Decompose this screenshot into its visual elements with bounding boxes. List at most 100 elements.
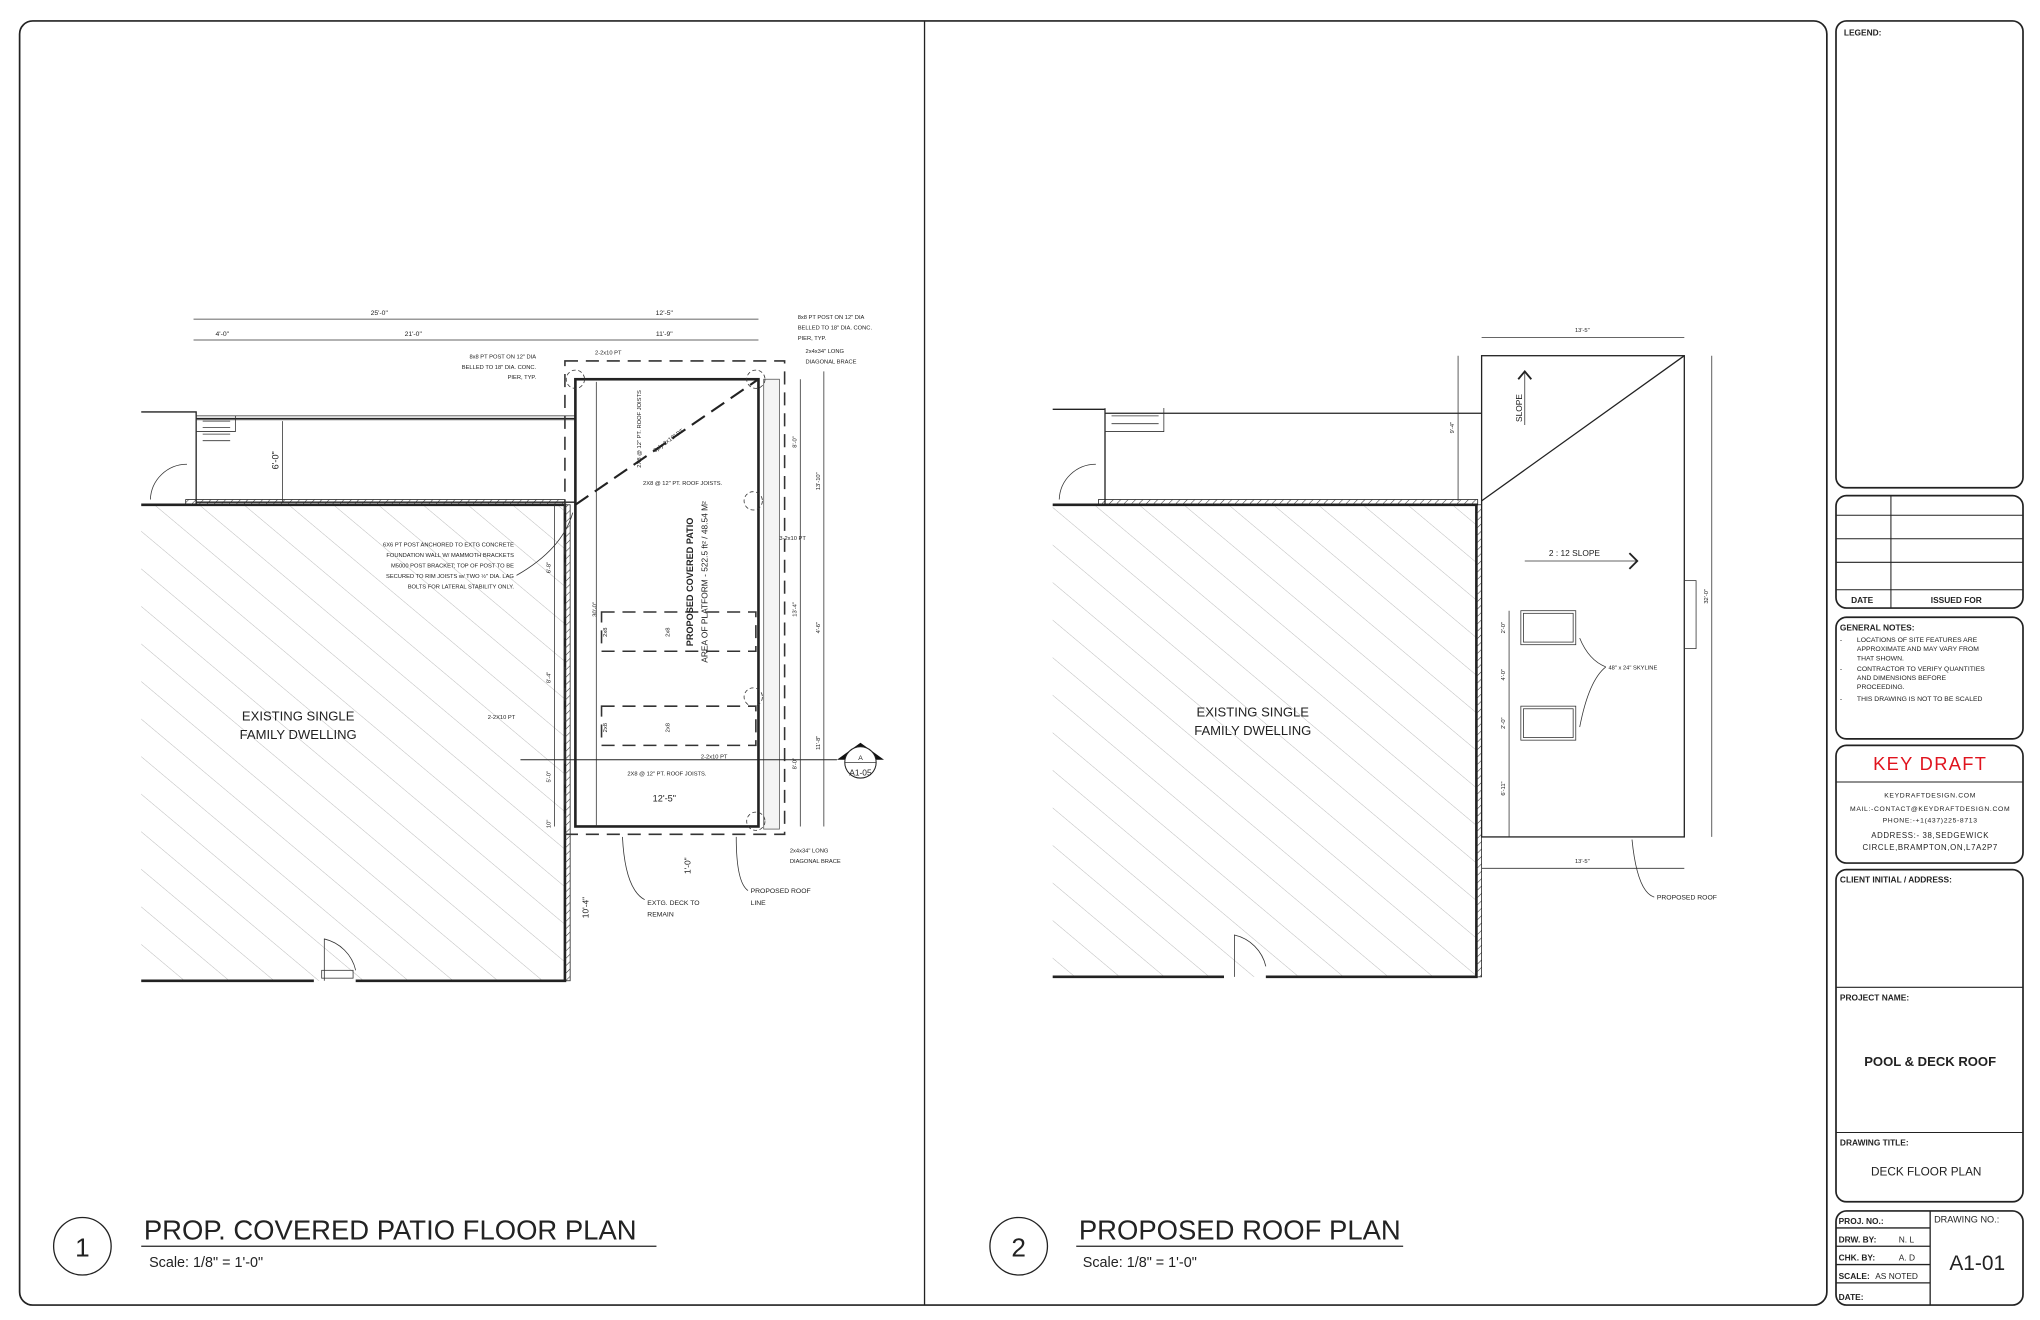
svg-text:THAT SHOWN.: THAT SHOWN.: [1857, 655, 1904, 662]
svg-text:PROCEEDING.: PROCEEDING.: [1857, 684, 1905, 691]
svg-text:THIS DRAWING IS NOT TO BE SCAL: THIS DRAWING IS NOT TO BE SCALED: [1857, 696, 1983, 703]
dim-sky-a: 2'-0": [1501, 622, 1507, 633]
note-brace-bottom: 2x4x34" LONG DIAGONAL BRACE: [790, 849, 841, 865]
dim-bottom-width: 12'-5": [653, 794, 676, 804]
general-notes-heading: GENERAL NOTES:: [1840, 622, 1915, 632]
chk-by-label: CHK. BY:: [1839, 1253, 1876, 1263]
svg-text:MAIL:-CONTACT@KEYDRAFTDESIGN.C: MAIL:-CONTACT@KEYDRAFTDESIGN.COM: [1850, 806, 2010, 813]
dim-roof-right: 32'-0": [1704, 589, 1710, 604]
svg-text:FOUNDATION WALL W/ MAMMOTH BRA: FOUNDATION WALL W/ MAMMOTH BRACKETS: [386, 553, 514, 559]
view-number-1: 1: [75, 1233, 90, 1263]
plan-1-title: PROP. COVERED PATIO FLOOR PLAN: [144, 1215, 637, 1246]
dim-top-patio: 12'-5": [656, 310, 674, 317]
svg-text:PIER, TYP.: PIER, TYP.: [798, 336, 827, 342]
post-pier-br: [746, 811, 766, 831]
joist-zone-1: [600, 611, 757, 653]
svg-text:PHONE:-+1(437)225-8713: PHONE:-+1(437)225-8713: [1883, 818, 1978, 825]
svg-text:-: -: [1840, 637, 1842, 644]
drw-by-value: N. L: [1899, 1234, 1915, 1244]
rev-date-header: DATE: [1851, 595, 1874, 605]
note-diagonal-beam: 3ply 2x10" PT: [653, 428, 686, 454]
plan-2-roof: SLOPE 2 : 12 SLOPE 48" x 24" SKYLINE 13'…: [989, 328, 1717, 1276]
sheet-border: [18, 20, 1828, 1306]
plan-1-covered-patio: 6'-0" 25'-0" 12'-5" 4'-0" 21'-0" 11'-9" …: [52, 310, 884, 1276]
dim-roof-bottom: 13'-5": [1575, 859, 1590, 865]
general-notes-box: [1835, 616, 2024, 740]
skylight-2: [1520, 705, 1577, 741]
svg-text:KEYDRAFTDESIGN.COM: KEYDRAFTDESIGN.COM: [1884, 793, 1976, 800]
slope-arrowhead-up: [1517, 369, 1533, 380]
drawing-title-label: DRAWING TITLE:: [1840, 1138, 1909, 1148]
dim-sky-d: 6'-11": [1501, 781, 1507, 795]
deck-door-swing-2: [1058, 463, 1096, 500]
dim-right-f: 8'-0": [792, 758, 798, 769]
patio-title: PROPOSED COVERED PATIO: [685, 518, 695, 647]
company-logo-name: KEY DRAFT: [1873, 753, 1987, 774]
svg-text:DIAGONAL BRACE: DIAGONAL BRACE: [790, 859, 841, 865]
proj-no-label: PROJ. NO.:: [1839, 1216, 1884, 1226]
skylight-label: 48" x 24" SKYLINE: [1608, 666, 1657, 672]
slope-label: SLOPE: [1514, 394, 1524, 422]
member-label-2: 2x8: [666, 628, 672, 637]
skylight-1-inner: [1523, 612, 1574, 643]
svg-text:AND DIMENSIONS BEFORE: AND DIMENSIONS BEFORE: [1857, 675, 1947, 682]
project-label: PROJECT NAME:: [1840, 992, 1909, 1002]
dwelling-label-2b: FAMILY DWELLING: [1194, 723, 1311, 738]
door-swing-2: [1234, 934, 1267, 977]
wall-hatch-right-2: [1475, 504, 1483, 978]
section-marker-a[interactable]: A A1-05: [836, 742, 884, 779]
dim-roof-left-top: 9'-4": [1450, 422, 1456, 433]
diagonal-beam: [574, 378, 760, 506]
patio-area: AREA OF PLATFORM - 522.5 ft² / 48.54 M²: [699, 501, 709, 663]
member-label-3: 2x8: [603, 723, 609, 732]
note-post-6x6: 6X6 PT POST ANCHORED TO EXTG CONCRETE FO…: [383, 543, 514, 591]
patio-beams: [574, 377, 760, 828]
view-number-circle-1: [52, 1216, 112, 1276]
note-beam-left: 2-2X10 PT: [488, 715, 516, 721]
svg-text:8x8 PT POST ON 12" DIA: 8x8 PT POST ON 12" DIA: [798, 315, 865, 321]
date-label: DATE:: [1839, 1292, 1864, 1302]
svg-text:LOCATIONS OF SITE FEATURES ARE: LOCATIONS OF SITE FEATURES ARE: [1857, 637, 1978, 644]
svg-text:ADDRESS:- 38,SEDGEWICK: ADDRESS:- 38,SEDGEWICK: [1871, 831, 1989, 840]
svg-text:2x4x34" LONG: 2x4x34" LONG: [790, 849, 829, 855]
post-pier-tr: [746, 369, 766, 389]
scale-value: AS NOTED: [1875, 1271, 1918, 1281]
dim-inner-width: 30'-0": [592, 602, 598, 617]
existing-dwelling-hatch: [141, 504, 565, 981]
note-joists-top: 2X8 @ 12" PT. ROOF JOISTS.: [643, 481, 723, 487]
note-extg-deck: EXTG. DECK TO REMAIN: [647, 900, 699, 919]
dim-second-patio: 11'-9": [656, 331, 673, 338]
roof-hip-line: [1481, 355, 1685, 502]
note-beam-right-low: 2-2x10 PT: [701, 754, 728, 760]
plan-1-scale: Scale: 1/8" = 1'-0": [149, 1255, 263, 1271]
dim-left-b: 8'-4": [547, 672, 553, 683]
dim-right-e: 11'-8": [816, 736, 822, 750]
door-swing: [323, 938, 357, 981]
skylight-1: [1520, 610, 1577, 646]
note-brace-top: 2x4x34" LONG DIAGONAL BRACE: [806, 349, 857, 365]
dwelling-label-2a: EXISTING SINGLE: [1197, 705, 1310, 720]
project-name: POOL & DECK ROOF: [1864, 1054, 1996, 1069]
view-number-circle-2: [989, 1216, 1049, 1276]
svg-text:8x8 PT POST ON 12" DIA: 8x8 PT POST ON 12" DIA: [469, 354, 536, 360]
svg-text:BELLED TO 18" DIA. CONC.: BELLED TO 18" DIA. CONC.: [798, 326, 873, 332]
svg-text:EXTG. DECK TO: EXTG. DECK TO: [647, 900, 699, 907]
svg-text:-: -: [1840, 696, 1842, 703]
note-post-top-left: 8x8 PT POST ON 12" DIA BELLED TO 18" DIA…: [462, 354, 537, 381]
company-contact: KEYDRAFTDESIGN.COM MAIL:-CONTACT@KEYDRAF…: [1850, 793, 2010, 852]
skylight-2-inner: [1523, 708, 1574, 738]
deck-stairs: [195, 415, 236, 442]
wall-hatch-top-2: [1098, 499, 1479, 506]
dwelling-label-2: FAMILY DWELLING: [240, 727, 357, 742]
svg-text:PIER, TYP.: PIER, TYP.: [508, 375, 537, 381]
dim-second-left: 4'-0": [216, 331, 230, 338]
svg-text:CIRCLE,BRAMPTON,ON,L7A2P7: CIRCLE,BRAMPTON,ON,L7A2P7: [1862, 843, 1997, 852]
drw-by-label: DRW. BY:: [1839, 1234, 1877, 1244]
dim-left-c: 5'-0": [547, 771, 553, 782]
view-number-2: 2: [1011, 1233, 1026, 1263]
leader-post-6x6: [516, 512, 574, 576]
revisions-grid: [1836, 495, 2023, 609]
drawing-title: DECK FLOOR PLAN: [1871, 1166, 1981, 1179]
deck-door-swing: [149, 463, 188, 500]
dim-sky-c: 2'-0": [1501, 717, 1507, 728]
